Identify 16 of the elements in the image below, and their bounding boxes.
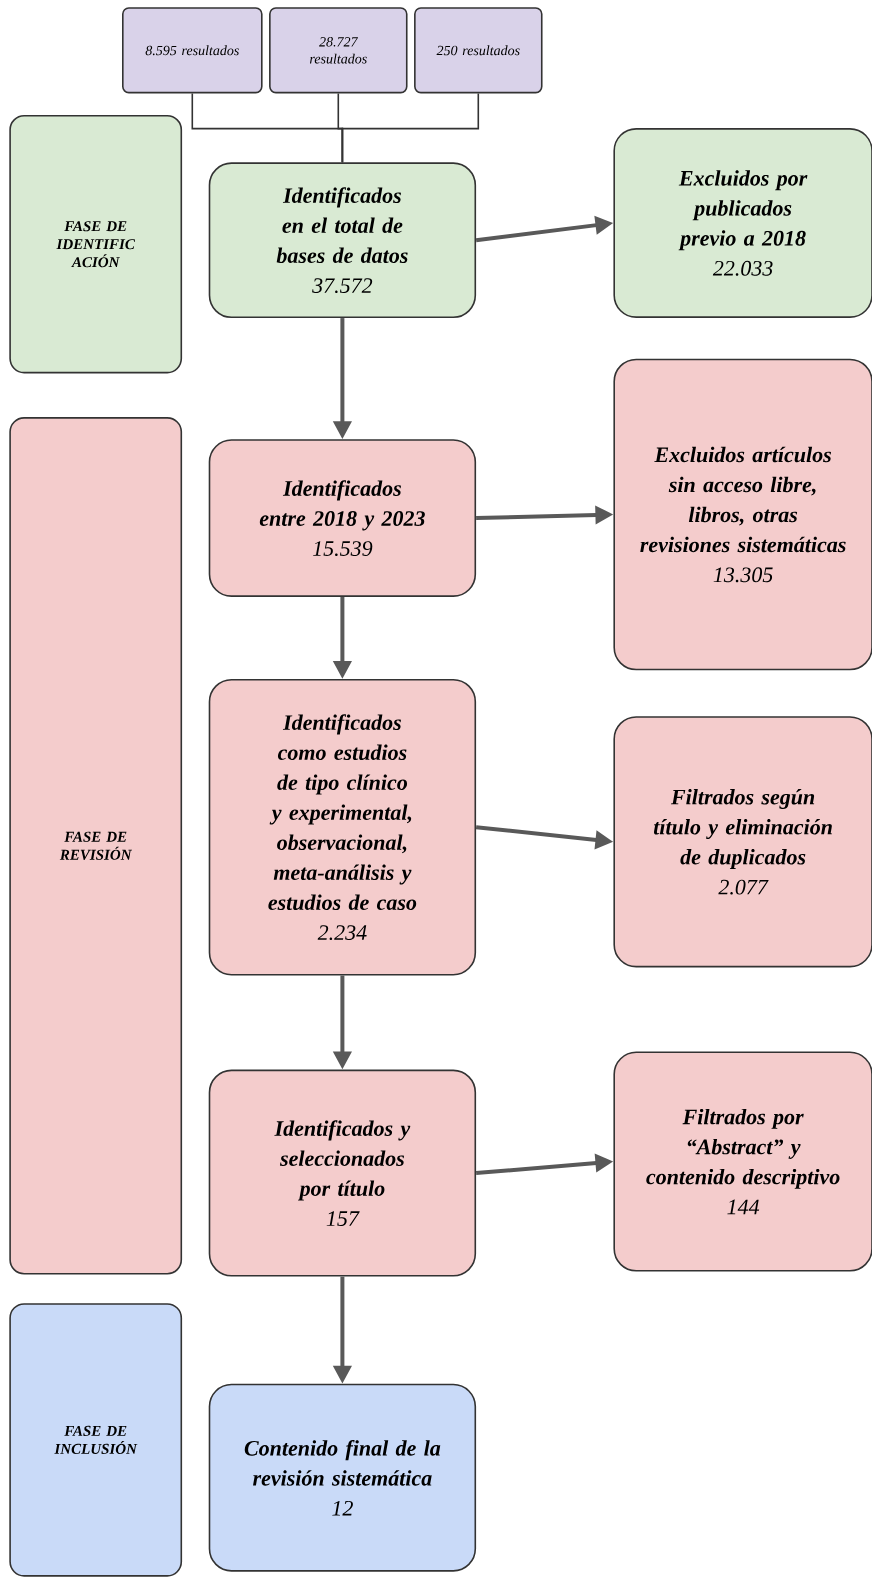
phase-band: FASE DE REVISIÓN [9,417,183,1275]
process-box: Filtrados por “Abstract” y contenido descriptivo 144 [613,1051,872,1272]
source-box: 28.727 resultados [269,7,408,94]
process-box: Identificados y seleccionados por título 157 [208,1069,477,1277]
process-box: Excluidos por publicados previo a 2018 22.033 [613,128,872,318]
process-box: Excluidos artículos sin acceso libre, libros, otras revisiones sistemáticas 13.305 [613,358,872,671]
process-box: Filtrados según título y eliminación de duplicados 2.077 [613,716,872,968]
source-box: 250 resultados [414,7,543,94]
phase-band: FASE DE IDENTIFIC ACIÓN [9,115,183,374]
process-box: Identificados como estudios de tipo clínico y experimental, observacional, meta-análisis y estudios de caso 2.234 [208,678,477,976]
process-box: Identificados en el total de bases de datos 37.572 [208,162,477,319]
process-box: Identificados entre 2018 y 2023 15.539 [208,439,477,597]
process-box: Contenido final de la revisión sistemática 12 [208,1383,477,1572]
source-box: 8.595 resultados [122,7,263,94]
phase-band: FASE DE INCLUSIÓN [9,1303,183,1577]
connector-line [341,92,480,164]
